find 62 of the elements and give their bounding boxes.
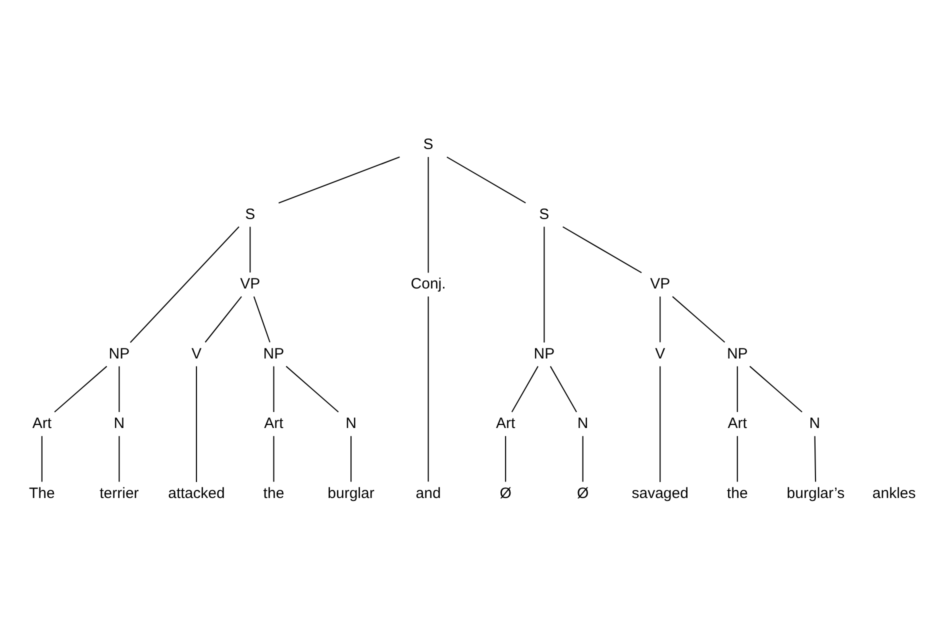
- connector: [250, 226, 251, 272]
- connector: [286, 366, 339, 412]
- connector: [273, 436, 274, 482]
- node-text: VP: [650, 276, 670, 293]
- node-text: N: [809, 415, 820, 432]
- connector: [278, 156, 400, 204]
- node-text: NP: [263, 345, 284, 362]
- node-text: burglar: [328, 484, 374, 502]
- connector: [660, 296, 661, 342]
- connector: [204, 296, 242, 343]
- connector: [428, 157, 429, 273]
- node-text: savaged: [632, 484, 688, 502]
- connector: [130, 226, 240, 343]
- connector: [41, 436, 42, 482]
- connector: [54, 366, 108, 412]
- label: ankles: [872, 484, 916, 502]
- node-text: NP: [108, 345, 130, 362]
- node-text: Art: [728, 415, 747, 432]
- node-text: attacked: [168, 484, 225, 502]
- connector: [736, 436, 738, 482]
- node-text: N: [346, 415, 356, 432]
- node-text: Conj.: [410, 276, 446, 293]
- node-text: and: [416, 484, 441, 502]
- connector: [253, 296, 270, 342]
- node-text: the: [726, 484, 748, 502]
- connector: [814, 436, 816, 482]
- connector: [736, 366, 738, 412]
- node-text: the: [263, 484, 284, 502]
- node-text: Ø: [576, 484, 589, 502]
- node-text: Art: [264, 415, 284, 432]
- node-text: N: [114, 415, 125, 432]
- node-text: N: [577, 415, 588, 432]
- connector: [660, 366, 661, 482]
- connector: [196, 366, 197, 482]
- node-text: Art: [32, 415, 52, 432]
- node-text: NP: [726, 345, 748, 362]
- node-text: VP: [240, 276, 260, 293]
- node-text: The: [28, 484, 55, 502]
- connector: [544, 226, 545, 342]
- connector: [273, 366, 274, 412]
- connector: [428, 296, 429, 482]
- node-text: terrier: [100, 484, 139, 502]
- connector: [562, 226, 642, 274]
- connector: [582, 436, 584, 482]
- node-text: S: [423, 136, 434, 154]
- node-text: NP: [534, 345, 555, 362]
- node-text: S: [245, 206, 256, 223]
- connector: [446, 156, 526, 204]
- connector: [350, 436, 352, 482]
- connector: [550, 366, 577, 412]
- connector: [672, 296, 726, 343]
- node-text: V: [655, 345, 666, 362]
- connector: [749, 366, 802, 412]
- node-text: burglar’s: [786, 484, 845, 502]
- connector: [118, 366, 120, 412]
- connector: [505, 436, 506, 482]
- node-text: Art: [496, 415, 516, 432]
- node-text: V: [191, 345, 202, 362]
- node-text: S: [539, 206, 550, 223]
- connector: [511, 366, 538, 412]
- node-text: Ø: [500, 484, 512, 502]
- connector: [118, 436, 120, 482]
